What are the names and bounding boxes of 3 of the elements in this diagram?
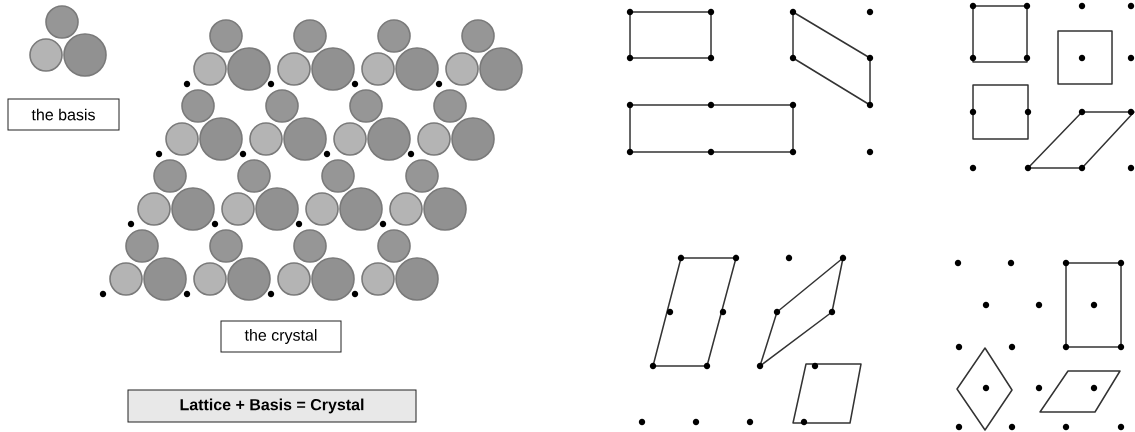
label-box: the crystal	[220, 320, 342, 353]
equation-box: Lattice + Basis = Crystal	[127, 389, 417, 423]
label-box: the basis	[7, 98, 120, 131]
